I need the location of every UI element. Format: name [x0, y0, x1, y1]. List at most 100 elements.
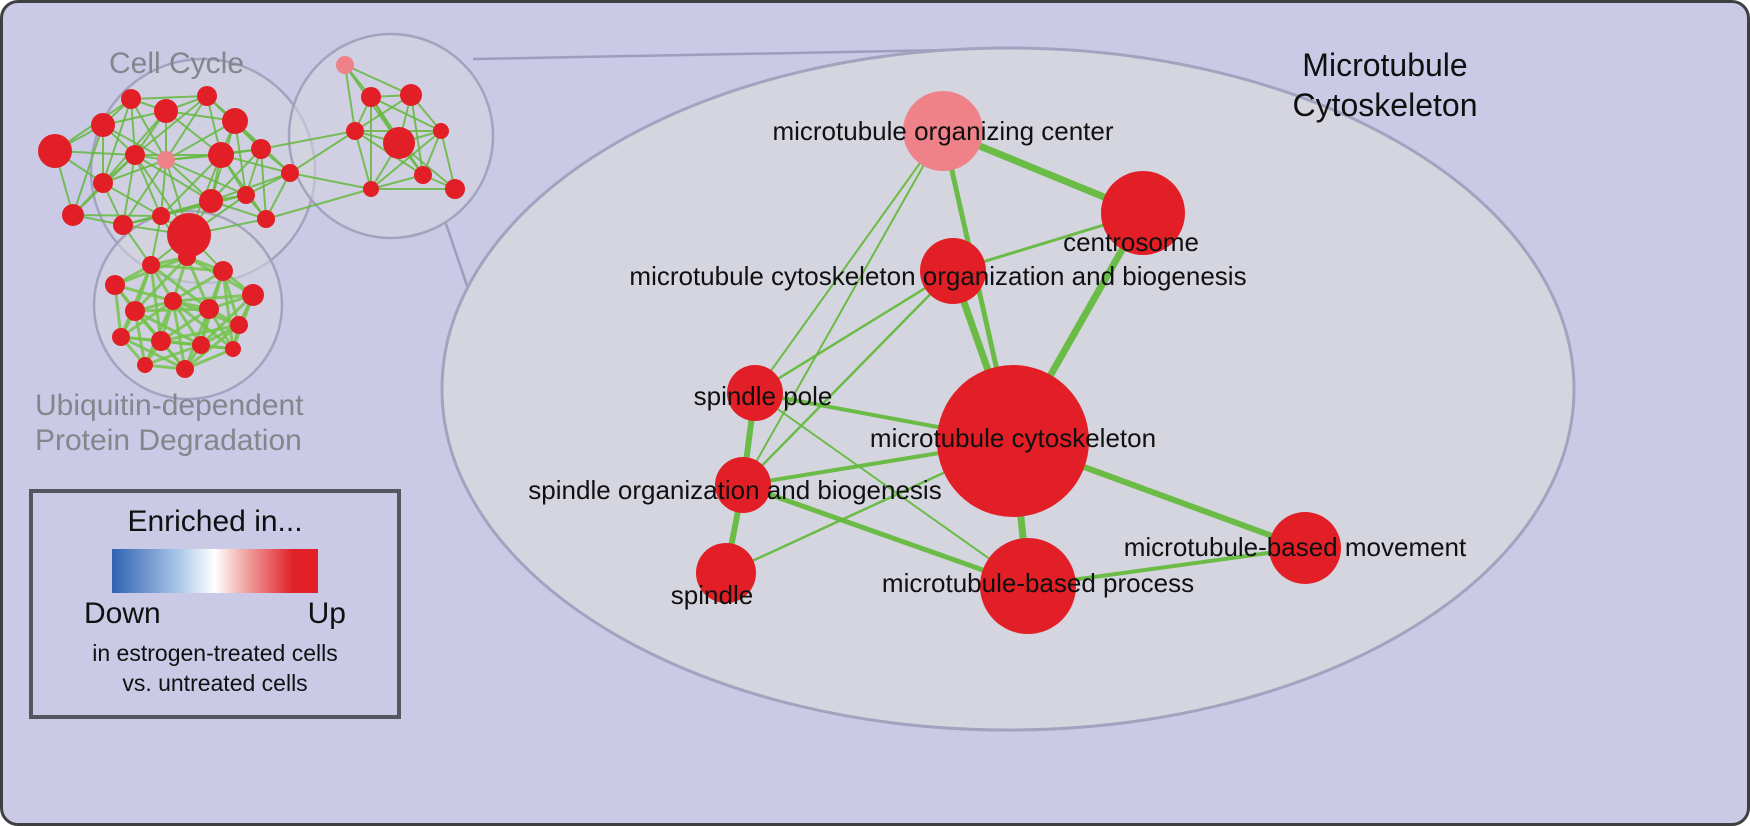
enrichment-color-scale	[112, 549, 318, 593]
overview-node	[400, 84, 422, 106]
overview-edge	[130, 95, 208, 100]
legend-caption-line1: in estrogen-treated cells	[92, 640, 338, 666]
overview-edge	[122, 154, 136, 226]
node-spindle-org	[715, 457, 771, 513]
legend-caption-line2: vs. untreated cells	[122, 669, 308, 696]
overview-node	[125, 301, 145, 321]
overview-node	[199, 299, 219, 319]
node-moc	[903, 91, 983, 171]
overview-edge	[102, 159, 167, 184]
overview-edge	[165, 159, 247, 196]
overview-node	[167, 213, 211, 257]
overview-node	[383, 127, 415, 159]
legend-ends: Down Up	[84, 597, 346, 631]
overview-edge	[134, 309, 202, 347]
zoom-connector-line	[472, 47, 1006, 61]
overview-edge	[150, 263, 210, 311]
overview-edge	[210, 172, 291, 202]
overview-edge	[134, 154, 212, 202]
overview-node	[222, 108, 248, 134]
overview-node	[199, 189, 223, 213]
overview-node	[142, 256, 160, 274]
overview-edge	[265, 188, 372, 220]
overview-node	[363, 181, 379, 197]
cluster-label-ubiquitin-line1: Ubiquitin-dependent	[35, 389, 304, 422]
overview-node	[257, 210, 275, 228]
overview-node	[213, 261, 233, 281]
overview-node	[112, 328, 130, 346]
overview-node	[164, 292, 182, 310]
overview-node	[152, 207, 170, 225]
overview-node	[237, 186, 255, 204]
node-centrosome	[1101, 171, 1185, 255]
overview-node	[414, 166, 432, 184]
node-label-mt-movement: microtubule-based movement	[1124, 532, 1467, 562]
overview-node	[105, 275, 125, 295]
node-label-spindle: spindle	[671, 580, 753, 610]
node-label-mt-cytoskeleton: microtubule cytoskeleton	[870, 423, 1156, 453]
overview-node	[93, 173, 113, 193]
node-label-orgbio: microtubule cytoskeleton organization an…	[629, 261, 1246, 291]
overview-edge	[114, 283, 174, 303]
overview-node	[225, 341, 241, 357]
overview-node	[336, 56, 354, 74]
edge-orgbio-spindle-pole	[754, 269, 954, 395]
node-label-spindle-org: spindle organization and biogenesis	[528, 475, 941, 505]
overview-node	[208, 142, 234, 168]
overview-node	[137, 357, 153, 373]
edge-moc-spindle-org	[742, 130, 944, 486]
edge-spindle-org-mt-process	[742, 482, 1029, 589]
overview-node	[176, 360, 194, 378]
overview-edge	[160, 323, 240, 343]
overview-node	[154, 99, 178, 123]
overview-edge	[102, 182, 162, 217]
node-spindle-pole	[727, 365, 783, 421]
overview-node	[197, 86, 217, 106]
overview-node	[121, 89, 141, 109]
overview-edge	[221, 270, 235, 350]
overview-edge	[160, 159, 167, 217]
edge-orgbio-spindle-org	[742, 270, 954, 486]
overview-edge	[72, 214, 162, 217]
legend-up-label: Up	[307, 597, 346, 630]
zoom-title-line2: Cytoskeleton	[1292, 87, 1478, 123]
overview-edge	[120, 299, 174, 339]
cluster-label-ubiquitin-line2: Protein Degradation	[35, 423, 302, 457]
legend-caption: in estrogen-treated cells vs. untreated …	[92, 639, 337, 699]
overview-node	[445, 179, 465, 199]
overview-node	[91, 113, 115, 137]
node-mt-process	[980, 538, 1076, 634]
overview-node	[346, 122, 364, 140]
overview-edge	[344, 64, 356, 132]
overview-node	[361, 87, 381, 107]
edge-spindle-pole-mt-process	[754, 392, 1029, 587]
overview-edge	[134, 95, 208, 156]
overview-node	[113, 215, 133, 235]
overview-node	[433, 123, 449, 139]
overview-edge	[260, 130, 356, 150]
overview-edge	[144, 343, 202, 367]
overview-edge	[172, 293, 254, 303]
overview-node	[62, 204, 84, 226]
zoom-title: Microtubule Cytoskeleton	[1255, 45, 1515, 125]
overview-edge	[134, 154, 162, 217]
overview-edge	[160, 154, 222, 217]
node-label-moc: microtubule organizing center	[772, 116, 1113, 146]
overview-edge	[370, 130, 442, 190]
legend-box: Enriched in... Down Up in estrogen-treat…	[29, 489, 401, 719]
overview-node	[38, 134, 72, 168]
overview-node	[125, 145, 145, 165]
overview-edge	[354, 130, 372, 190]
overview-edge	[260, 148, 267, 220]
overview-edge	[149, 264, 163, 342]
overview-node	[242, 284, 264, 306]
overview-edge	[165, 120, 236, 161]
node-label-mt-process: microtubule-based process	[882, 568, 1194, 598]
zoom-title-line1: Microtubule	[1302, 47, 1468, 83]
overview-edge	[354, 94, 412, 132]
overview-node	[157, 151, 175, 169]
overview-edge	[289, 172, 372, 190]
overview-edge	[289, 130, 356, 174]
overview-node	[178, 248, 196, 266]
